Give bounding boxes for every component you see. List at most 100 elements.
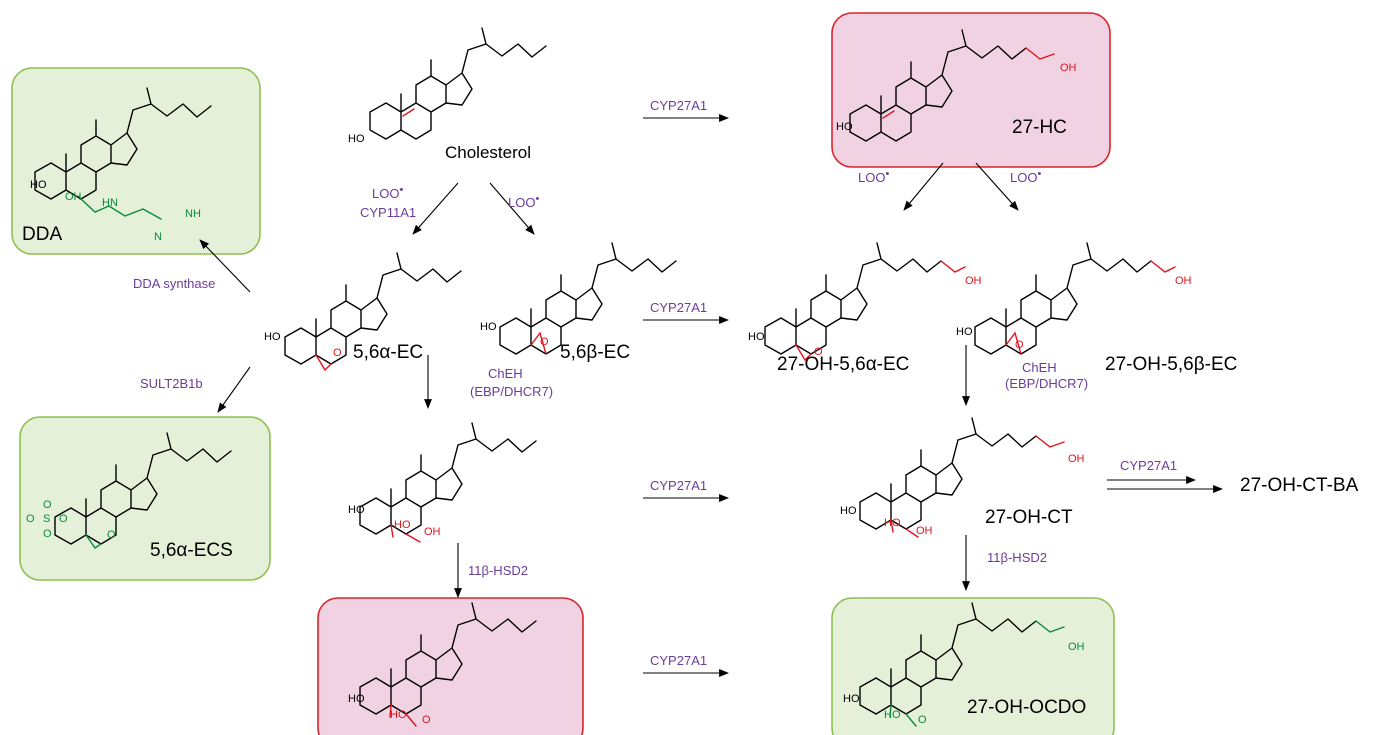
atom-oh: OH — [1060, 62, 1077, 74]
arrow-27hc-to-ohec-alpha — [903, 162, 944, 211]
atom-o-left: O — [26, 513, 35, 525]
enzyme-cheh-sub-left: (EBP/DHCR7) — [470, 384, 553, 399]
highlight-bonds — [315, 354, 332, 372]
enzyme-cyp27a1-ec: CYP27A1 — [650, 300, 707, 315]
atom-o: O — [814, 346, 823, 358]
atom-o: O — [333, 347, 342, 359]
enzyme-cyp27a1-ocdo: CYP27A1 — [650, 653, 707, 668]
atom-o-link: O — [59, 513, 68, 525]
arrow-chol-to-ec-alpha — [412, 182, 459, 235]
cholesterol-structure — [369, 27, 547, 140]
atom-ho: HO — [30, 179, 47, 191]
bond-lines — [369, 27, 547, 140]
highlight-bonds — [795, 260, 966, 362]
label-oh-ec-alpha: 27-OH-5,6α-EC — [777, 354, 909, 375]
hc27-box — [831, 12, 1111, 168]
highlight-bonds — [889, 620, 1065, 727]
oh-ec-beta-structure — [974, 242, 1176, 355]
highlight-bonds — [390, 524, 421, 543]
enzyme-cyp27a1-ct: CYP27A1 — [650, 478, 707, 493]
atom-hn: HN — [102, 197, 118, 209]
atom-oh-6: OH — [424, 526, 441, 538]
label-ec-beta: 5,6β-EC — [560, 342, 630, 363]
atom-ho: HO — [348, 693, 365, 705]
oh-ct-structure — [859, 417, 1065, 538]
label-27hc: 27-HC — [1012, 117, 1067, 138]
atom-ho: HO — [956, 326, 973, 338]
radical-dot: • — [1037, 168, 1041, 180]
ct-structure — [359, 422, 537, 543]
atom-ho: HO — [480, 321, 497, 333]
enzyme-loo-hc-left-text: LOO — [858, 170, 885, 185]
enzyme-loo-left-text: LOO — [372, 186, 399, 201]
enzyme-labels: CYP27A1 LOO• CYP11A1 LOO• LOO• LOO• DDA … — [133, 98, 1177, 668]
bond-lines — [499, 242, 677, 355]
bond-lines — [34, 87, 212, 200]
ec-beta-structure — [499, 242, 677, 355]
atom-oh: OH — [1068, 641, 1085, 653]
atom-ho: HO — [348, 133, 365, 145]
highlight-bonds — [85, 534, 102, 549]
atom-ho: HO — [840, 505, 857, 517]
enzyme-loo-left: LOO• — [372, 184, 403, 201]
oh-ocdo-structure — [859, 602, 1065, 727]
atom-ho: HO — [348, 504, 365, 516]
label-cholesterol: Cholesterol — [445, 143, 531, 162]
ocdo-structure — [359, 602, 537, 727]
highlight-bonds — [80, 198, 162, 220]
enzyme-cyp27a1-ba: CYP27A1 — [1120, 458, 1177, 473]
atom-s: S — [43, 513, 50, 525]
atom-ho: HO — [748, 331, 765, 343]
atom-ho: HO — [264, 331, 281, 343]
atom-oh: OH — [1175, 275, 1192, 287]
bond-lines — [54, 432, 232, 545]
arrow-to-ecs — [217, 366, 251, 413]
dda-box — [11, 67, 261, 255]
bond-lines — [284, 252, 462, 365]
enzyme-dda-synthase: DDA synthase — [133, 276, 215, 291]
bond-lines — [859, 417, 1037, 530]
hc27-structure — [849, 29, 1055, 142]
radical-dot: • — [535, 193, 539, 205]
radical-dot: • — [399, 184, 403, 196]
highlight-bonds — [890, 435, 1065, 538]
dda-structure — [34, 87, 212, 220]
oh-ec-alpha-structure — [764, 242, 966, 362]
arrow-27hc-to-ohec-beta — [975, 162, 1019, 211]
bond-lines — [859, 602, 1037, 715]
label-ecs: 5,6α-ECS — [150, 540, 233, 561]
enzyme-cheh-left: ChEH — [488, 366, 523, 381]
highlight-boxes — [11, 12, 1115, 735]
radical-dot: • — [885, 168, 889, 180]
atom-ho: HO — [836, 121, 853, 133]
enzyme-loo-right: LOO• — [508, 193, 539, 210]
bond-lines — [764, 242, 942, 355]
atom-o-bottom: O — [43, 528, 52, 540]
highlight-bonds — [1005, 260, 1176, 355]
enzyme-loo-right-text: LOO — [508, 195, 535, 210]
highlight-bonds — [389, 704, 417, 727]
oh-ocdo-box — [831, 597, 1115, 735]
atom-ho-5: HO — [394, 519, 411, 531]
enzyme-cheh-sub-right: (EBP/DHCR7) — [1005, 376, 1088, 391]
enzyme-hsd2-right: 11β-HSD2 — [987, 550, 1047, 565]
atom-nh: NH — [185, 208, 201, 220]
atom-n: N — [154, 231, 162, 243]
atom-o-top: O — [43, 499, 52, 511]
arrow-chol-to-ec-beta — [489, 182, 535, 235]
highlight-bonds — [882, 47, 1055, 119]
atom-ho-5: HO — [390, 709, 407, 721]
atom-o: O — [540, 336, 549, 348]
arrow-to-dda — [199, 239, 251, 293]
ocdo-box — [317, 597, 584, 735]
label-oh-ct: 27-OH-CT — [985, 507, 1073, 528]
highlight-bonds — [402, 108, 415, 117]
enzyme-cyp11a1: CYP11A1 — [360, 205, 416, 220]
ec-alpha-structure — [284, 252, 462, 372]
atom-o-epoxide: O — [107, 529, 116, 541]
atom-ho-5: HO — [884, 709, 901, 721]
reaction-arrows — [199, 114, 1223, 677]
bond-lines — [359, 422, 537, 535]
